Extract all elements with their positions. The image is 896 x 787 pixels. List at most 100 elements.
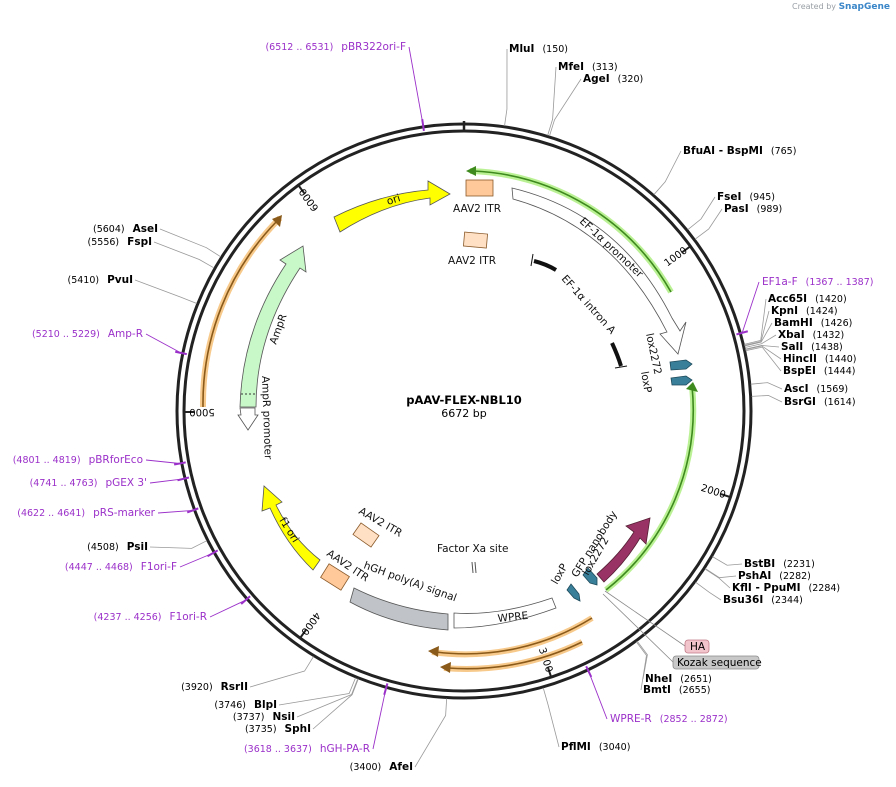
site-name: Bsu36I xyxy=(723,594,763,606)
tag-kozak-label: Kozak sequence xyxy=(677,657,762,669)
primer-mark xyxy=(736,330,749,336)
wpre-feature xyxy=(453,597,557,629)
primer-name: hGH-PA-R xyxy=(320,743,370,755)
site-position: (1432) xyxy=(813,330,845,341)
primer-name: EF1a-F xyxy=(762,276,798,288)
primer-mark xyxy=(173,461,186,466)
site-leader xyxy=(249,656,314,688)
site-leader xyxy=(153,241,215,269)
primer-range: (3618 .. 3637) xyxy=(244,744,312,755)
site-group: MluI(150)MfeI(313)AgeI(320)BfuAI - BspMI… xyxy=(67,43,856,773)
site-position: (1424) xyxy=(806,306,838,317)
primer-name: F1ori-F xyxy=(141,561,177,573)
primer-leader xyxy=(588,671,608,720)
orf-arc-bottom-1-core xyxy=(435,617,593,655)
site-leader xyxy=(547,66,557,136)
site-leader xyxy=(149,540,208,549)
primer-leader xyxy=(408,46,424,125)
site-leader xyxy=(636,640,648,680)
site-name: BlpI xyxy=(254,699,277,711)
aav2-itr-inner-label: AAV2 ITR xyxy=(448,255,496,267)
site-name: BmtI xyxy=(643,684,671,696)
tag-kozak-leader xyxy=(602,593,674,663)
tick-label: 6000 xyxy=(297,186,321,213)
lox2272-top-feature xyxy=(669,359,693,371)
tick-mark xyxy=(720,493,731,499)
ef1a-intron-feature-2 xyxy=(610,342,623,367)
site-position: (2231) xyxy=(783,559,815,570)
ampr-promoter-feature xyxy=(237,407,259,431)
factor-xa-label: Factor Xa site xyxy=(437,543,508,555)
ampr-promoter-label: AmpR promoter xyxy=(259,376,274,460)
site-leader xyxy=(744,334,777,348)
orf-arc-left-head xyxy=(272,215,282,227)
site-name: AscI xyxy=(784,383,809,395)
orf-arc-top-core xyxy=(473,170,672,293)
site-position: (3400) xyxy=(350,762,382,773)
site-leader xyxy=(296,678,359,718)
lox2272-bottom-feature xyxy=(582,567,598,586)
site-leader xyxy=(653,150,682,195)
ef1a-promoter-feature xyxy=(511,187,687,355)
hgh-polya-feature xyxy=(349,587,449,631)
site-leader xyxy=(542,687,560,748)
ori-feature xyxy=(333,180,451,233)
site-name: XbaI xyxy=(778,329,805,341)
site-position: (2284) xyxy=(809,583,841,594)
site-leader xyxy=(549,78,582,137)
tick-mark xyxy=(547,667,553,678)
tick-mark xyxy=(681,245,691,253)
site-leader xyxy=(134,279,197,304)
site-position: (1420) xyxy=(815,294,847,305)
primer-range: (2852 .. 2872) xyxy=(660,714,728,725)
site-leader xyxy=(751,395,783,403)
site-leader xyxy=(750,382,783,390)
primer-name: Amp-R xyxy=(108,328,143,340)
primer-leader xyxy=(145,459,180,464)
site-position: (2651) xyxy=(680,674,712,685)
aav2-itr-top-feature xyxy=(465,179,494,197)
f1-ori-feature xyxy=(261,485,321,571)
site-name: KflI - PpuMI xyxy=(732,582,801,594)
primer-leader xyxy=(741,281,760,333)
site-leader xyxy=(695,581,722,601)
site-name: SalI xyxy=(781,341,803,353)
site-leader xyxy=(278,677,356,706)
orf-arc-bottom-1-head xyxy=(428,646,439,657)
site-leader xyxy=(159,228,221,258)
orf-arc-bottom-2-core xyxy=(447,641,583,670)
site-name: RsrII xyxy=(221,681,248,693)
loxp-top-label: loxP xyxy=(638,370,654,393)
primer-name: pRS-marker xyxy=(93,507,156,519)
site-leader xyxy=(704,568,731,589)
primer-group: pBR322ori-F(6512 .. 6531)EF1a-F(1367 .. … xyxy=(13,41,874,755)
factor-xa-mark-1 xyxy=(471,561,474,574)
primer-leader xyxy=(179,552,213,568)
site-position: (1569) xyxy=(817,384,849,395)
primer-range: (4447 .. 4468) xyxy=(65,562,133,573)
site-leader xyxy=(744,322,773,347)
primer-leader xyxy=(209,599,246,618)
primer-range: (5210 .. 5229) xyxy=(32,329,100,340)
site-position: (3737) xyxy=(233,712,265,723)
orf-arc-left-core xyxy=(202,220,278,408)
loxp-bottom-label: loxP xyxy=(549,562,570,587)
site-leader xyxy=(745,345,780,350)
tag-ha: HA xyxy=(604,590,710,654)
tag-ha-leader xyxy=(604,590,686,647)
tag-kozak: Kozak sequence xyxy=(602,593,762,670)
loxp-bottom-feature xyxy=(566,583,581,602)
tag-ha-box xyxy=(684,639,710,654)
aav2-itr-bottom-feature xyxy=(320,563,350,591)
site-position: (765) xyxy=(771,146,797,157)
site-name: PsiI xyxy=(127,541,148,553)
site-position: (1444) xyxy=(824,366,856,377)
site-position: (320) xyxy=(618,74,644,85)
primer-leader xyxy=(149,478,184,484)
site-leader xyxy=(504,48,508,126)
watermark-prefix: Created by xyxy=(792,2,837,11)
site-position: (2282) xyxy=(779,571,811,582)
tag-kozak-box xyxy=(672,655,760,670)
primer-leader xyxy=(372,689,387,750)
orf-arc-bottom-2-head xyxy=(440,662,451,673)
